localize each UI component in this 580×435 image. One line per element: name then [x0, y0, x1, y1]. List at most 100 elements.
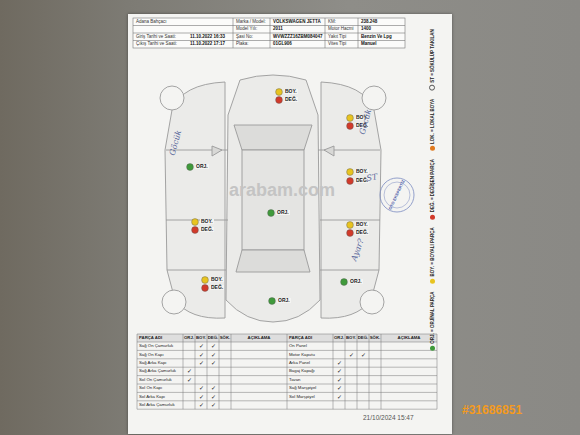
table-header: DEĞ. [208, 336, 219, 340]
table-line [195, 334, 196, 409]
field-label: Marka / Model: [236, 20, 266, 25]
check-mark: ✓ [337, 394, 342, 400]
legend-item: ST = SÖKÜLÜP TAKILAN [429, 29, 435, 90]
part-status: ORJ. [195, 164, 209, 169]
legend-swatch [430, 146, 435, 151]
part-name: Arka Panel [289, 361, 310, 365]
timestamp: 21/10/2024 15:47 [363, 415, 414, 422]
part-name: Sağ Arka Çamurluk [139, 369, 176, 373]
part-name: Sol Marşpiyel [289, 394, 315, 398]
legend-text: DEĞ. = DEĞİŞEN PARÇA [430, 159, 435, 212]
legend-swatch [430, 278, 435, 283]
part-status: ORJ. [276, 210, 290, 215]
part-status: ORJ. [349, 279, 363, 284]
field-label: Şasi No: [236, 35, 253, 40]
table-line [345, 334, 346, 409]
table-header: SÖK. [220, 336, 231, 340]
table-line [137, 334, 138, 409]
part-name: Sağ Arka Kapı [139, 361, 166, 365]
field-label: Vites Tipi [328, 42, 346, 47]
check-mark: ✓ [337, 368, 342, 374]
table-line [287, 334, 288, 409]
table-header: PARÇA ADI [289, 336, 312, 340]
legend-text: LOK. = LOKAL BOYA [430, 99, 435, 144]
check-mark: ✓ [199, 352, 204, 358]
field-value: 01GL906 [273, 42, 292, 47]
field-label: Plaka: [236, 42, 249, 47]
part-status: BOY. [284, 89, 298, 94]
legend-item: DEĞ. = DEĞİŞEN PARÇA [430, 159, 435, 219]
field-label: Giriş Tarihi ve Saati: [136, 35, 176, 40]
check-mark: ✓ [199, 402, 204, 408]
part-name: Motor Kaputu [289, 352, 315, 356]
legend-swatch [430, 346, 435, 351]
part-status: BOY. [210, 277, 224, 282]
legend-text: BOY. = BOYALI PARÇA [430, 227, 435, 276]
check-mark: ✓ [199, 394, 204, 400]
legend-text: ORJ. = ORJİNAL PARÇA [430, 291, 435, 343]
field-value: WVWZZZ16ZBM084047 [273, 35, 323, 40]
check-mark: ✓ [187, 368, 192, 374]
part-status: DEĞ. [284, 97, 298, 102]
part-status: BOY. [200, 219, 214, 224]
check-mark: ✓ [199, 343, 204, 349]
part-name: Sağ Marşpiyel [289, 386, 316, 390]
part-name: Sol Arka Kapı [139, 394, 165, 398]
field-label: Çıkış Tarihi ve Saati: [136, 42, 177, 47]
check-mark: ✓ [361, 352, 366, 358]
part-status: ORJ. [277, 298, 291, 303]
header-text: Adana Bahçacı [136, 20, 167, 25]
part-status: BOY. [355, 222, 369, 227]
part-name: Sol Ön Kapı [139, 386, 162, 390]
check-mark: ✓ [199, 385, 204, 391]
check-mark: ✓ [211, 385, 216, 391]
field-value: Manuel [361, 42, 377, 47]
legend-strip: ORJ. = ORJİNAL PARÇA BOY. = BOYALI PARÇA D… [429, 29, 435, 350]
part-name: Bagaj Kapağı [289, 369, 315, 373]
legend-item: ORJ. = ORJİNAL PARÇA [430, 291, 435, 350]
table-header: DEĞ. [358, 336, 369, 340]
check-mark: ✓ [337, 360, 342, 366]
legend-item: BOY. = BOYALI PARÇA [430, 227, 435, 283]
table-header: PARÇA ADI [139, 336, 162, 340]
legend-text: ST = SÖKÜLÜP TAKILAN [430, 29, 435, 82]
check-mark: ✓ [211, 343, 216, 349]
part-name: Sağ Ön Kapı [139, 352, 164, 356]
table-line [183, 334, 184, 409]
check-mark: ✓ [349, 352, 354, 358]
field-value: Benzin Ve Lpg [361, 35, 392, 40]
part-name: Sol Arka Çamurluk [139, 403, 175, 407]
check-mark: ✓ [211, 352, 216, 358]
table-header: AÇIKLAMA [398, 336, 421, 340]
field-value: 1400 [361, 27, 371, 32]
check-mark: ✓ [199, 360, 204, 366]
table-header: ORJ. [334, 336, 344, 340]
part-name: Sağ Ön Çamurluk [139, 344, 173, 348]
table-line [333, 334, 334, 409]
check-mark: ✓ [187, 377, 192, 383]
check-mark: ✓ [211, 402, 216, 408]
table-line [219, 334, 220, 409]
part-name: Ön Panel [289, 344, 307, 348]
table-header: ORJ. [184, 336, 194, 340]
table-header: BOY. [196, 336, 206, 340]
table-line [231, 334, 232, 409]
part-name: Sol Ön Çamurluk [139, 378, 172, 382]
table-line [357, 334, 358, 409]
table-line [437, 334, 438, 409]
check-mark: ✓ [211, 394, 216, 400]
legend-swatch [429, 85, 435, 91]
part-status: DEĞ. [355, 230, 369, 235]
field-label: Motor Hacmi [328, 27, 354, 32]
table-line [207, 334, 208, 409]
field-label: KM: [328, 20, 336, 25]
legend-swatch [430, 214, 435, 219]
check-mark: ✓ [337, 377, 342, 383]
field-value: 2011 [273, 27, 283, 32]
table-header: SÖK. [370, 336, 381, 340]
part-name: Tavan [289, 378, 300, 382]
field-label: Yakıt Tipi [328, 35, 346, 40]
table-header: AÇIKLAMA [248, 336, 271, 340]
field-label: Model Yılı: [236, 27, 257, 32]
check-mark: ✓ [211, 360, 216, 366]
